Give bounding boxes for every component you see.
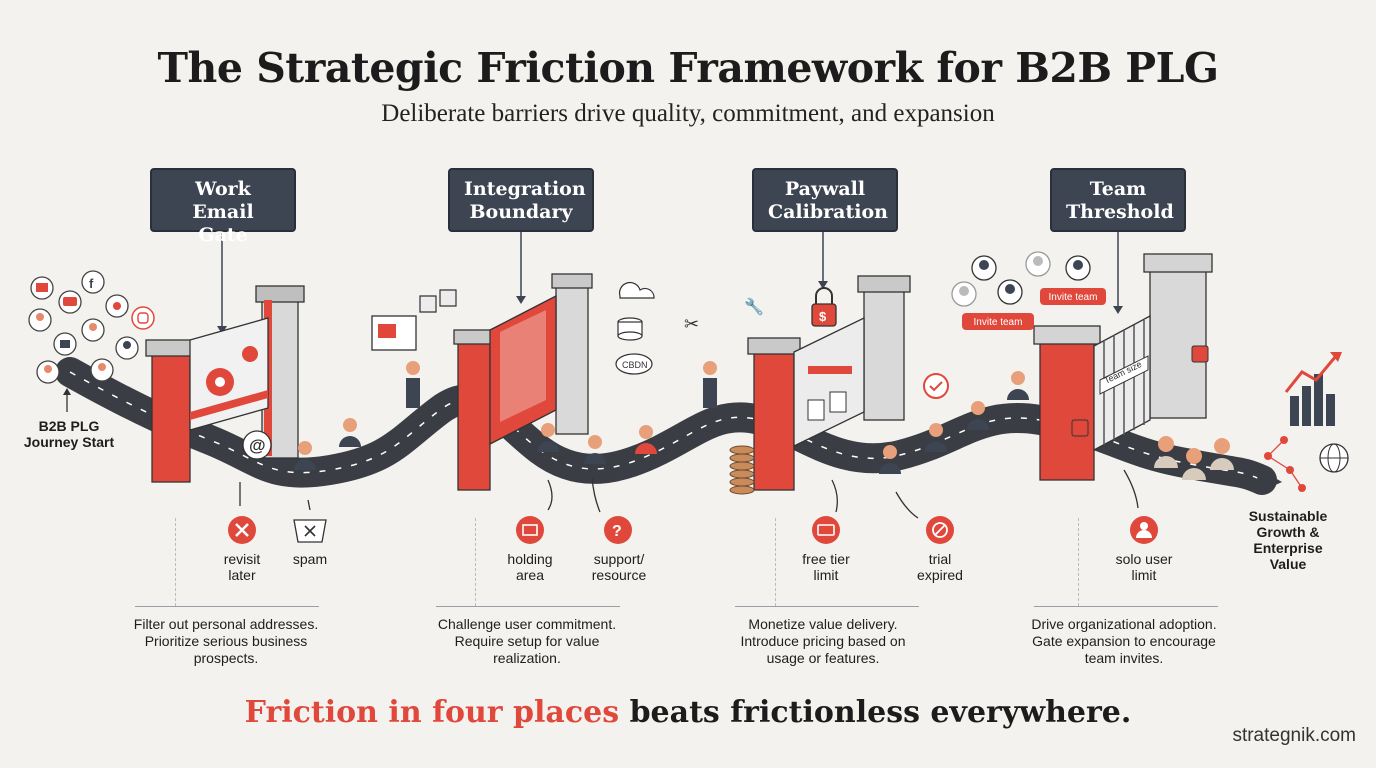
stage-2-divider [436,606,620,607]
stage-4-guide [1078,518,1079,606]
support-icon: ? [604,516,632,544]
svg-text:$: $ [819,309,827,324]
stage-title-integration-boundary: Integration Boundary [448,168,594,232]
exit-label-support-resource: support/ resource [591,551,647,583]
journey-start-label: B2B PLG Journey Start [23,418,115,450]
tagline-rest: beats frictionless everywhere. [619,695,1132,730]
holding-area-icon [516,516,544,544]
svg-text:@: @ [249,436,266,455]
exit-icons: ? [228,516,1158,544]
svg-text:✂: ✂ [684,314,699,334]
revisit-later-icon [228,516,256,544]
page-title: The Strategic Friction Framework for B2B… [157,44,1219,92]
tagline: Friction in four places beats frictionle… [0,695,1376,730]
free-tier-limit-icon [812,516,840,544]
paywall-calibration-illustration: $ ✂ 🔧 [684,275,911,495]
svg-text:?: ? [612,523,622,540]
stage-1-guide [175,518,176,606]
stage-2-guide [475,518,476,606]
journey-end-label: Sustainable Growth & Enterprise Value [1248,508,1328,572]
site-credit: strategnik.com [1232,725,1356,746]
stage-title-team-threshold: Team Threshold [1050,168,1186,232]
exit-label-free-tier-limit: free tier limit [802,551,850,583]
exit-label-spam: spam [292,551,328,567]
svg-text:🔧: 🔧 [744,297,764,316]
solo-user-limit-icon [1130,516,1158,544]
stage-title-work-email-gate: Work Email Gate [150,168,296,246]
road-end-arrow [1256,468,1282,494]
stage-1-divider [135,606,319,607]
travelers [294,361,1234,480]
exit-label-holding-area: holding area [507,551,553,583]
tagline-highlight: Friction in four places [244,695,620,730]
stage-description-team-threshold: Drive organizational adoption. Gate expa… [1031,616,1217,666]
integration-boundary-illustration: CBDN [371,273,655,491]
stage-4-divider [1034,606,1218,607]
svg-text:f: f [89,276,94,291]
exit-label-trial-expired: trial expired [917,551,963,583]
cloud-db-label: CBDN [622,360,648,370]
social-icons-cluster: f [28,270,155,384]
trial-expired-icon [926,516,954,544]
exit-label-solo-user-limit: solo user limit [1115,551,1173,583]
stage-title-paywall-calibration: Paywall Calibration [752,168,898,232]
stage-description-work-email-gate: Filter out personal addresses. Prioritiz… [133,616,319,666]
page-subtitle: Deliberate barriers drive quality, commi… [381,100,995,127]
invite-team-chip-1: Invite team [974,317,1023,328]
work-email-gate-illustration: @ [145,285,305,483]
stage-description-integration-boundary: Challenge user commitment. Require setup… [437,616,617,666]
stage-3-guide [775,518,776,606]
exit-label-revisit-later: revisit later [223,551,261,583]
stage-description-paywall-calibration: Monetize value delivery. Introduce prici… [740,616,906,666]
stage-3-divider [735,606,919,607]
team-threshold-illustration: Team size Invite team Invite team [923,251,1213,481]
spam-basket-icon [293,519,327,543]
growth-cluster-illustration [1264,352,1349,492]
invite-team-chip-2: Invite team [1049,292,1098,303]
